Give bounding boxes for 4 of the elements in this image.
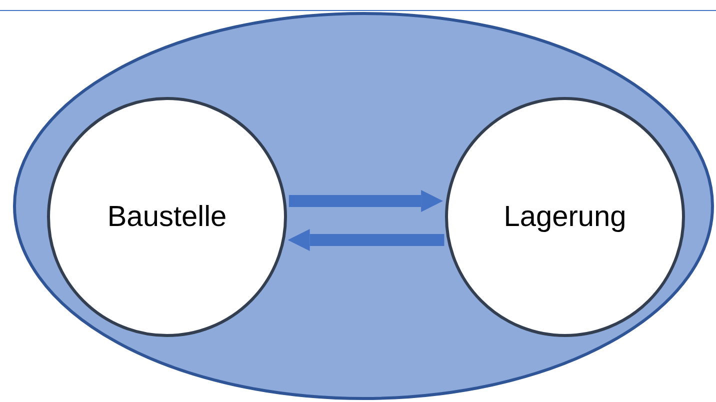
arrow [288,229,444,251]
node-label: Lagerung [504,200,626,234]
node-label: Baustelle [107,200,227,234]
arrow [288,190,444,212]
